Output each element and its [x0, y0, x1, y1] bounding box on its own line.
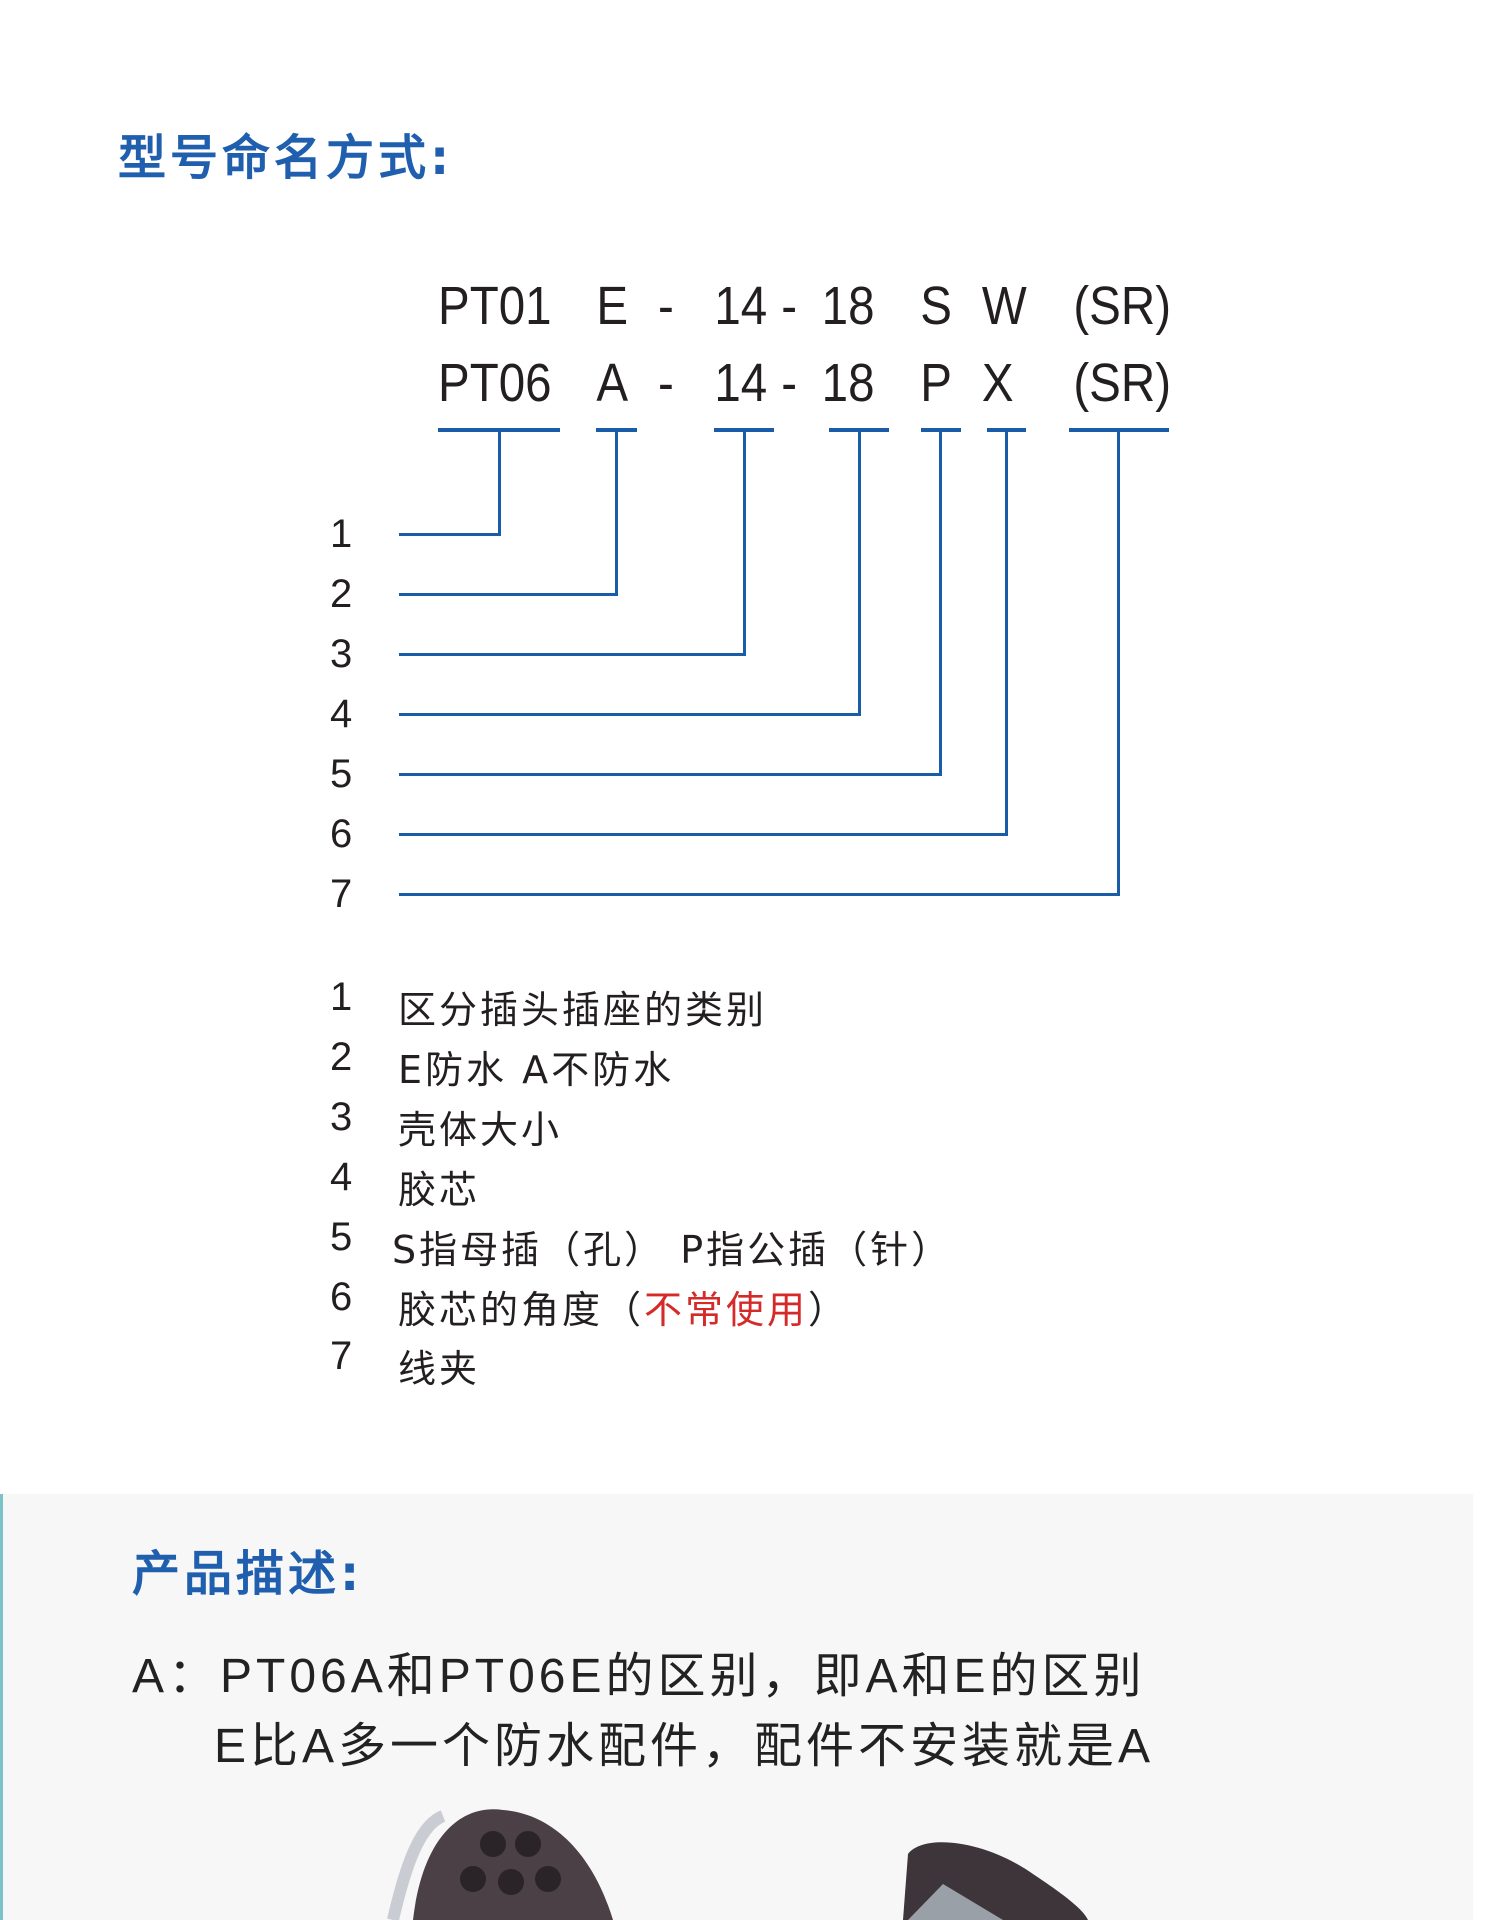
- legend-number: 6: [330, 1275, 353, 1319]
- code-insert: 18: [821, 353, 875, 413]
- underline-4: [829, 428, 889, 432]
- code-dash: -: [658, 276, 674, 336]
- code-angle: X: [981, 353, 1014, 413]
- description-title: 产品描述:: [132, 1546, 364, 1602]
- connector-horizontal-2: [399, 593, 618, 596]
- underline-2: [596, 428, 637, 432]
- legend-text: 线夹: [398, 1347, 481, 1391]
- connector-horizontal-5: [399, 773, 942, 776]
- connector-vertical-5: [939, 432, 942, 776]
- model-code-row-1: PT01 E - 14 - 18 S W (SR): [438, 275, 1171, 339]
- connector-vertical-3: [743, 432, 746, 656]
- line-number: 1: [330, 512, 353, 556]
- connector-vertical-4: [858, 432, 861, 716]
- line-number: 5: [330, 752, 353, 796]
- underline-3: [714, 428, 774, 432]
- code-clamp: (SR): [1073, 353, 1172, 413]
- line-number: 2: [330, 572, 353, 616]
- underline-7: [1069, 428, 1169, 432]
- code-shell-size: 14: [714, 353, 768, 413]
- legend-number: 2: [330, 1035, 353, 1079]
- legend-text: S指母插（孔） P指公插（针）: [392, 1228, 953, 1272]
- legend-number: 3: [330, 1095, 353, 1139]
- underline-1: [438, 428, 560, 432]
- code-series: PT06: [438, 353, 552, 413]
- connector-horizontal-4: [399, 713, 861, 716]
- line-number: 7: [330, 872, 353, 916]
- naming-title: 型号命名方式:: [118, 130, 454, 186]
- code-series: PT01: [438, 276, 552, 336]
- legend-number: 4: [330, 1155, 353, 1199]
- connector-photo: [387, 1809, 1088, 1920]
- connector-horizontal-6: [399, 833, 1008, 836]
- line-number: 6: [330, 812, 353, 856]
- connector-vertical-6: [1005, 432, 1008, 836]
- code-dash: -: [781, 353, 798, 413]
- connector-vertical-2: [615, 432, 618, 596]
- code-angle: W: [981, 276, 1027, 336]
- underline-5: [921, 428, 961, 432]
- connector-horizontal-3: [399, 653, 746, 656]
- legend-number: 5: [330, 1215, 353, 1259]
- legend-text: E防水 A不防水: [398, 1048, 675, 1092]
- legend-text: 胶芯: [398, 1168, 481, 1212]
- legend-text: 区分插头插座的类别: [398, 988, 768, 1032]
- code-dash: -: [658, 353, 674, 413]
- code-waterproof: E: [596, 276, 629, 336]
- code-shell-size: 14: [714, 276, 768, 336]
- description-line-2: E比A多一个防水配件，配件不安装就是A: [214, 1720, 1155, 1773]
- connector-vertical-1: [498, 432, 501, 536]
- legend-text-end: ）: [808, 1288, 850, 1332]
- connector-horizontal-7: [399, 893, 1120, 896]
- legend-note: 不常使用: [644, 1288, 809, 1332]
- code-contact-type: S: [920, 276, 952, 336]
- legend-text: 壳体大小: [398, 1108, 563, 1152]
- line-number: 3: [330, 632, 353, 676]
- description-line-1: A：PT06A和PT06E的区别，即A和E的区别: [132, 1650, 1146, 1703]
- code-waterproof: A: [596, 353, 629, 413]
- code-insert: 18: [821, 276, 875, 336]
- connector-face-image: [387, 1809, 613, 1920]
- code-clamp: (SR): [1073, 276, 1172, 336]
- legend-text: 胶芯的角度（不常使用）: [398, 1279, 849, 1334]
- connector-side-image: [903, 1842, 1088, 1920]
- product-description-section: 产品描述: A：PT06A和PT06E的区别，即A和E的区别 E比A多一个防水配…: [0, 1494, 1473, 1920]
- legend-text-main: 胶芯的角度（: [398, 1288, 645, 1332]
- code-dash: -: [781, 276, 798, 336]
- connector-horizontal-1: [399, 533, 501, 536]
- line-number: 4: [330, 692, 353, 736]
- code-contact-type: P: [920, 353, 952, 413]
- legend-number: 7: [330, 1334, 353, 1378]
- connector-vertical-7: [1117, 432, 1120, 896]
- model-code-row-2: PT06 A - 14 - 18 P X (SR): [438, 352, 1171, 416]
- underline-6: [987, 428, 1026, 432]
- legend-number: 1: [330, 975, 353, 1019]
